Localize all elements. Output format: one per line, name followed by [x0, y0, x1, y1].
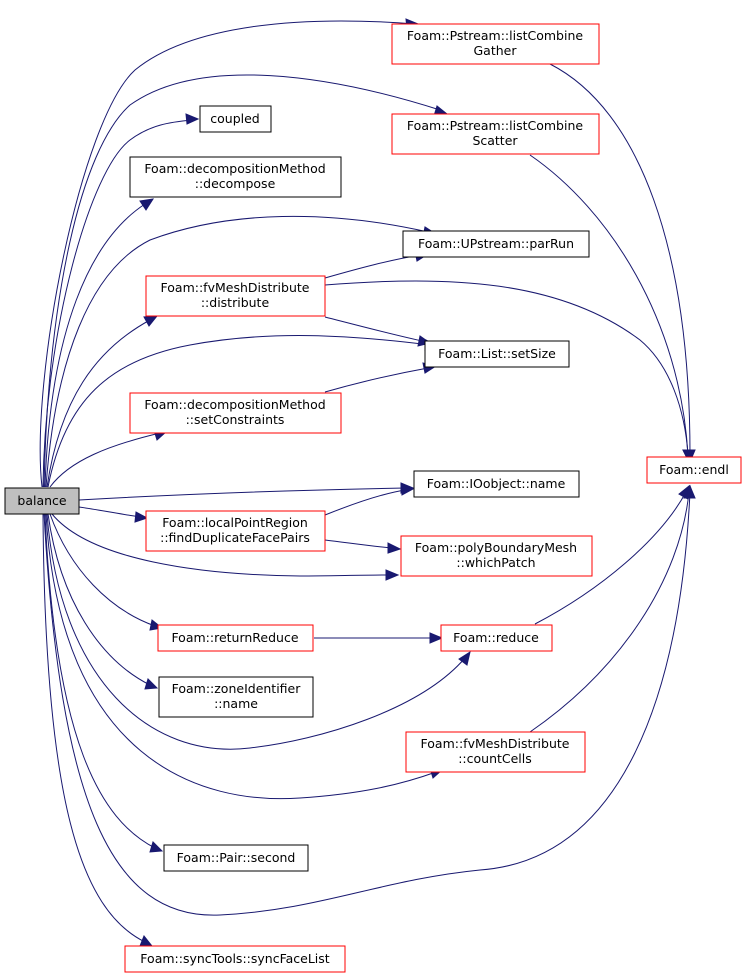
edge-balance-setConstraints [49, 432, 161, 488]
arrowhead-endl-from-distribute [682, 449, 694, 464]
node-endl[interactable]: Foam::endl [646, 456, 742, 484]
arrowhead-coupled [185, 113, 200, 125]
node-setSize-label: Foam::List::setSize [438, 346, 556, 361]
edge-distribute-parRun [324, 254, 421, 279]
edge-balance-endl [43, 491, 691, 916]
arrowhead-fdfp [134, 511, 149, 523]
arrowhead-decompose [139, 198, 155, 211]
node-setConstraints[interactable]: Foam::decompositionMethod ::setConstrain… [129, 392, 342, 434]
node-lcg[interactable]: Foam::Pstream::listCombine Gather [391, 23, 600, 65]
node-decompose[interactable]: Foam::decompositionMethod ::decompose [129, 156, 342, 198]
node-balance-label: balance [17, 493, 67, 508]
arrowhead-distribute [143, 315, 159, 327]
node-returnReduce[interactable]: Foam::returnReduce [157, 624, 314, 652]
node-second[interactable]: Foam::Pair::second [163, 844, 309, 872]
arrowhead-reduce [458, 650, 471, 666]
node-reduce[interactable]: Foam::reduce [440, 624, 553, 652]
edge-reduce-endl [534, 491, 687, 625]
node-setConstraints-label-1: Foam::decompositionMethod [144, 397, 325, 412]
edge-countCells-endl [529, 491, 690, 733]
edge-setConstraints-setSize [324, 367, 429, 393]
node-distribute-label-1: Foam::fvMeshDistribute [161, 280, 310, 295]
node-zoneName[interactable]: Foam::zoneIdentifier ::name [158, 676, 314, 718]
node-lcs-label-1: Foam::Pstream::listCombine [407, 118, 583, 133]
node-decompose-label-2: ::decompose [195, 176, 276, 191]
node-endl-label: Foam::endl [659, 462, 729, 477]
edge-balance-reduce [46, 513, 466, 750]
node-setSize[interactable]: Foam::List::setSize [424, 340, 570, 368]
node-zoneName-label-2: ::name [214, 696, 258, 711]
node-parRun-label: Foam::UPstream::parRun [418, 236, 574, 251]
edge-balance-returnReduce [49, 513, 156, 627]
node-fdfp[interactable]: Foam::localPointRegion ::findDuplicateFa… [145, 510, 326, 552]
node-layer: balance Foam::Pstream::listCombine Gathe… [4, 23, 742, 973]
arrowhead-zoneName [144, 678, 159, 690]
node-whichPatch[interactable]: Foam::polyBoundaryMesh ::whichPatch [400, 535, 593, 577]
edge-balance-ioname [78, 487, 406, 501]
node-fdfp-label-2: ::findDuplicateFacePairs [160, 530, 310, 545]
node-distribute[interactable]: Foam::fvMeshDistribute ::distribute [145, 275, 326, 317]
edge-lcg-endl [549, 63, 691, 456]
node-balance[interactable]: balance [4, 487, 80, 515]
edge-distribute-endl [324, 280, 689, 456]
edge-balance-lcs [43, 74, 441, 488]
edge-layer [39, 18, 696, 947]
edge-balance-coupled [42, 119, 193, 488]
arrowhead-whichPatch [385, 569, 400, 581]
node-second-label: Foam::Pair::second [177, 850, 296, 865]
node-decompose-label-1: Foam::decompositionMethod [144, 161, 325, 176]
edge-fdfp-ioname [324, 489, 406, 516]
edge-balance-syncFaceList [42, 513, 146, 943]
node-syncFaceList-label: Foam::syncTools::syncFaceList [140, 951, 329, 966]
edge-balance-fdfp [78, 506, 141, 518]
edge-balance-setSize [47, 335, 431, 488]
edge-balance-parRun [45, 215, 429, 488]
edge-balance-distribute [46, 319, 151, 488]
node-whichPatch-label-2: ::whichPatch [456, 555, 535, 570]
node-lcg-label-1: Foam::Pstream::listCombine [407, 28, 583, 43]
node-distribute-label-2: ::distribute [201, 295, 270, 310]
node-countCells[interactable]: Foam::fvMeshDistribute ::countCells [405, 731, 586, 773]
edge-balance-lcg [39, 20, 416, 488]
node-syncFaceList[interactable]: Foam::syncTools::syncFaceList [124, 945, 346, 973]
node-lcg-label-2: Gather [474, 43, 518, 58]
node-zoneName-label-1: Foam::zoneIdentifier [172, 681, 302, 696]
arrowhead-syncFaceList [139, 935, 154, 947]
node-returnReduce-label: Foam::returnReduce [171, 630, 298, 645]
edge-balance-whichPatch [51, 513, 391, 577]
node-fdfp-label-1: Foam::localPointRegion [162, 515, 308, 530]
node-coupled[interactable]: coupled [199, 105, 272, 133]
node-setConstraints-label-2: ::setConstraints [186, 412, 285, 427]
node-ioname-label: Foam::IOobject::name [427, 476, 566, 491]
node-whichPatch-label-1: Foam::polyBoundaryMesh [415, 540, 577, 555]
node-lcs-label-2: Scatter [472, 133, 518, 148]
node-reduce-label: Foam::reduce [453, 630, 539, 645]
arrowhead-ioname-from-fdfp [400, 484, 415, 496]
node-coupled-label: coupled [210, 111, 259, 126]
edge-balance-zoneName [47, 513, 151, 686]
edge-balance-second [44, 513, 156, 849]
node-parRun[interactable]: Foam::UPstream::parRun [402, 230, 590, 258]
edge-fdfp-whichPatch [324, 539, 393, 549]
edge-balance-decompose [44, 203, 146, 488]
edge-balance-countCells [45, 513, 437, 800]
arrowhead-reduce-from-returnReduce [429, 632, 444, 644]
arrowhead-second [149, 841, 164, 853]
arrowhead-whichPatch-from-fdfp [387, 542, 402, 554]
arrowhead-endl-from-countCells [683, 484, 695, 499]
node-countCells-label-2: ::countCells [458, 751, 532, 766]
edge-lcs-endl [529, 154, 689, 456]
node-lcs[interactable]: Foam::Pstream::listCombine Scatter [391, 113, 600, 155]
node-countCells-label-1: Foam::fvMeshDistribute [421, 736, 570, 751]
edge-distribute-setSize [324, 316, 423, 342]
node-ioname[interactable]: Foam::IOobject::name [413, 470, 580, 498]
